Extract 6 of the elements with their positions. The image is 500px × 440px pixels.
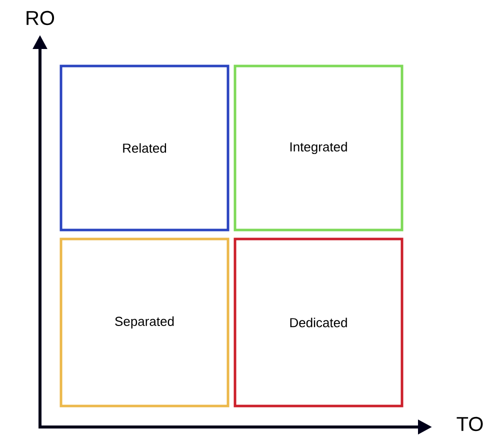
axis-label: TO	[456, 416, 483, 432]
quadrant-box: Related	[60, 64, 230, 232]
quadrant-box: Integrated	[234, 64, 404, 232]
axis-label: RO	[26, 10, 54, 26]
quadrant-box: Dedicated	[234, 238, 404, 408]
quadrant-box: Separated	[60, 238, 230, 408]
